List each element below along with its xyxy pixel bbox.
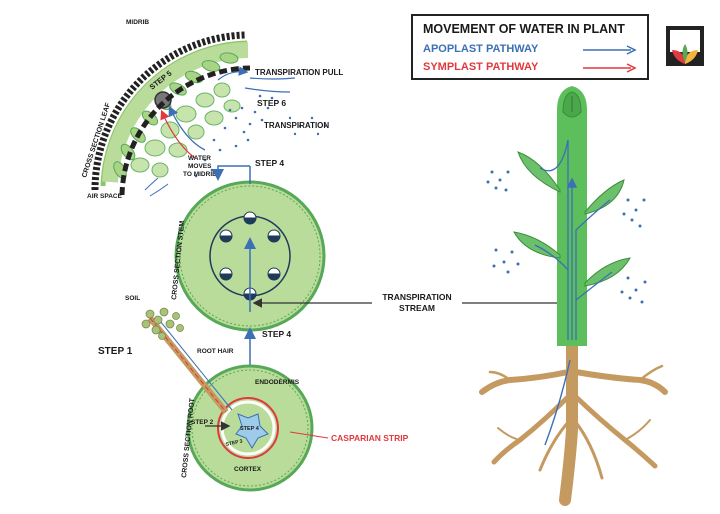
legend: MOVEMENT OF WATER IN PLANT APOPLAST PATH… bbox=[411, 14, 649, 80]
legend-symplast-label: SYMPLAST PATHWAY bbox=[423, 61, 539, 73]
air-space-label: AIR SPACE bbox=[87, 193, 123, 200]
legend-symplast-arrow bbox=[583, 63, 637, 73]
plant-leaves bbox=[513, 151, 631, 287]
legend-apoplast-arrow bbox=[583, 45, 637, 55]
brand-logo-icon bbox=[666, 26, 704, 66]
root-hair-label: ROOT HAIR bbox=[197, 348, 234, 355]
step1-label: STEP 1 bbox=[98, 346, 133, 357]
root-cross-section bbox=[141, 307, 314, 492]
step6-label: STEP 6 bbox=[257, 98, 286, 108]
plant-illustration bbox=[479, 86, 668, 506]
leaf-cross-section bbox=[91, 31, 327, 197]
midrib-label: MIDRIB bbox=[126, 19, 149, 26]
soil-label: SOIL bbox=[125, 295, 140, 302]
casparian-strip-label: CASPARIAN STRIP bbox=[331, 433, 409, 443]
stem-cross-section bbox=[174, 180, 326, 332]
water-moves-label-3: TO MIDRIB bbox=[183, 171, 217, 178]
legend-apoplast-label: APOPLAST PATHWAY bbox=[423, 43, 539, 55]
step4-bottom-label: STEP 4 bbox=[262, 329, 291, 339]
step-inner-label: STEP 4 bbox=[240, 426, 260, 432]
transpiration-pull-label: TRANSPIRATION PULL bbox=[255, 68, 343, 77]
plant-roots bbox=[479, 339, 668, 506]
water-moves-label-2: MOVES bbox=[188, 163, 212, 170]
transpiration-label: TRANSPIRATION bbox=[264, 121, 329, 130]
legend-title: MOVEMENT OF WATER IN PLANT bbox=[423, 22, 625, 36]
step2-label: STEP 2 bbox=[191, 419, 214, 426]
transpiration-stream-label-1: TRANSPIRATION bbox=[382, 292, 451, 302]
water-moves-label-1: WATER bbox=[188, 155, 211, 162]
transpiration-stream-label-2: STREAM bbox=[399, 303, 435, 313]
step4-top-label: STEP 4 bbox=[255, 158, 284, 168]
endodermis-label: ENDODERMIS bbox=[255, 379, 300, 386]
cortex-label: CORTEX bbox=[234, 466, 262, 473]
step3-label: STEP 3 bbox=[225, 438, 243, 447]
